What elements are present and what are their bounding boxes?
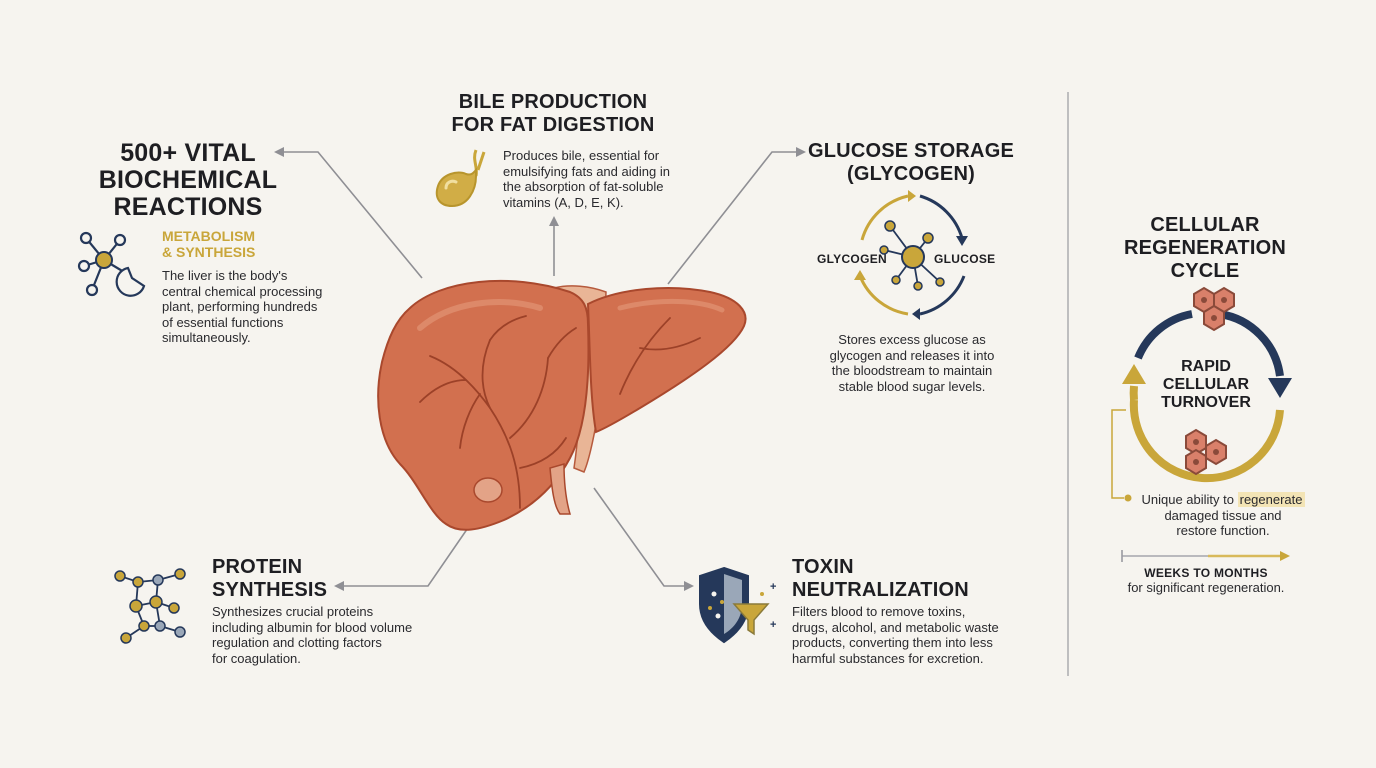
arrow-to-protein bbox=[340, 521, 473, 587]
cell-cluster-icon bbox=[1193, 286, 1235, 332]
bile-title: BILE PRODUCTION FOR FAT DIGESTION bbox=[451, 91, 655, 136]
reactions-text: The liver is the body's central chemical… bbox=[162, 268, 323, 345]
gallbladder-icon bbox=[435, 149, 486, 208]
timeline-label: WEEKS TO MONTHS bbox=[1144, 566, 1268, 580]
glucose-title: GLUCOSE STORAGE (GLYCOGEN) bbox=[808, 140, 1014, 185]
glucose-text: Stores excess glucose as glycogen and re… bbox=[829, 332, 995, 394]
protein-title: PROTEIN SYNTHESIS bbox=[212, 556, 328, 601]
molecule-network-icon bbox=[77, 231, 146, 297]
svg-text:+: + bbox=[770, 581, 776, 593]
regeneration-center-label: RAPID CELLULAR TURNOVER bbox=[1161, 358, 1251, 411]
svg-text:+: + bbox=[770, 619, 776, 631]
protein-lattice-icon bbox=[114, 568, 186, 644]
liver-illustration bbox=[377, 279, 747, 531]
regeneration-title: CELLULAR REGENERATION CYCLE bbox=[1123, 214, 1287, 282]
glycogen-cycle-icon bbox=[854, 190, 968, 320]
shield-filter-icon: + + bbox=[699, 566, 776, 644]
glycogen-label: GLYCOGEN bbox=[817, 252, 887, 266]
regeneration-timeline bbox=[1121, 550, 1290, 562]
reactions-title: 500+ VITAL BIOCHEMICAL REACTIONS bbox=[98, 139, 278, 221]
toxin-title: TOXIN NEUTRALIZATION bbox=[792, 556, 969, 601]
glucose-label: GLUCOSE bbox=[934, 252, 996, 266]
regeneration-note: Unique ability to regenerate damaged tis… bbox=[1141, 492, 1305, 538]
toxin-text: Filters blood to remove toxins, drugs, a… bbox=[792, 604, 999, 666]
timeline-subtext: for significant regeneration. bbox=[1127, 580, 1285, 595]
reactions-subtitle: METABOLISM & SYNTHESIS bbox=[162, 228, 256, 260]
arrow-to-toxin bbox=[593, 487, 688, 587]
bile-text: Produces bile, essential for emulsifying… bbox=[503, 148, 670, 210]
protein-text: Synthesizes crucial proteins including a… bbox=[212, 604, 413, 666]
regeneration-cycle bbox=[1122, 286, 1292, 483]
regeneration-bracket bbox=[1111, 409, 1132, 502]
arrow-to-glucose bbox=[667, 151, 800, 285]
arrow-to-reactions bbox=[280, 151, 423, 279]
